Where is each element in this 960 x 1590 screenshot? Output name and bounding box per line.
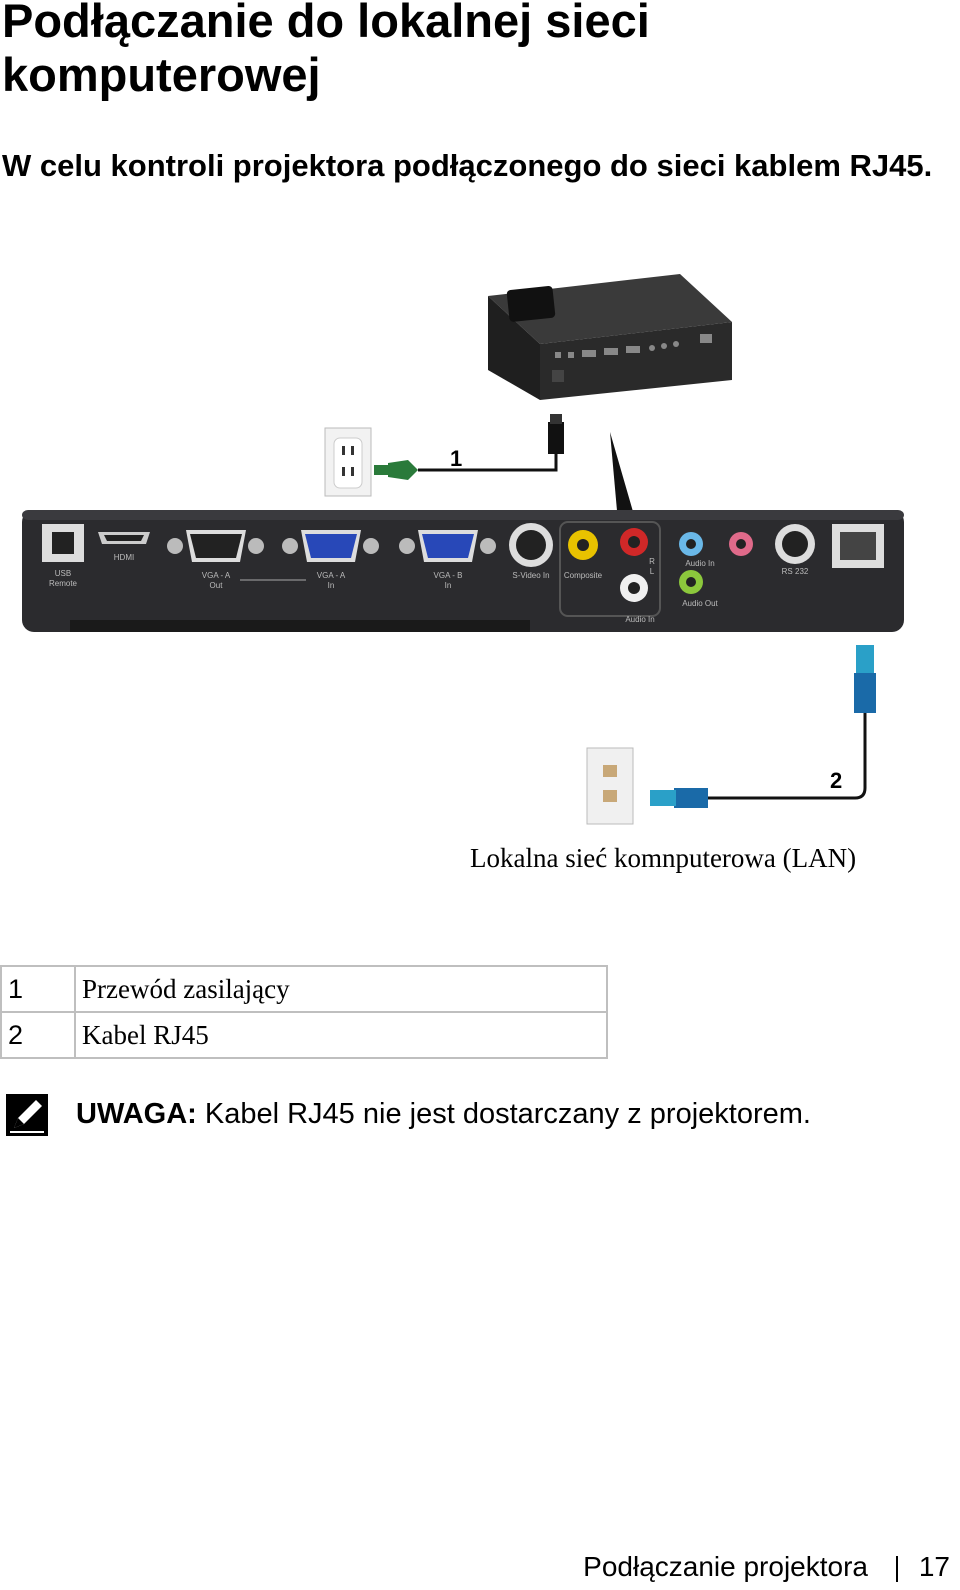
- legend-number: 2: [0, 1011, 76, 1059]
- intro-text: W celu kontroli projektora podłączonego …: [2, 148, 933, 183]
- note-body: Kabel RJ45 nie jest dostarczany z projek…: [196, 1098, 811, 1130]
- legend-number: 1: [0, 965, 76, 1013]
- connection-diagram: 1: [0, 260, 960, 880]
- rj45-cable: [650, 645, 876, 808]
- note-block: UWAGA: Kabel RJ45 nie jest dostarczany z…: [0, 1094, 960, 1144]
- footer-separator: [896, 1556, 898, 1582]
- pencil-note-icon: [6, 1094, 48, 1136]
- callout-2: 2: [830, 768, 842, 793]
- legend-table: 1 Przewód zasilający 2 Kabel RJ45: [0, 965, 608, 1059]
- port-label-composite: Composite: [564, 571, 603, 580]
- rear-panel-image: USB Remote HDMI VGA - A Out VGA - A In V…: [22, 510, 904, 632]
- legend-label: Kabel RJ45: [74, 1011, 608, 1059]
- figure-caption: Lokalna sieć komnputerowa (LAN): [470, 843, 857, 873]
- port-label-hdmi: HDMI: [114, 553, 134, 562]
- port-label-vga-out-2: Out: [210, 581, 224, 590]
- port-label-usb: USB: [55, 569, 71, 578]
- port-label-vga-out: VGA - A: [202, 571, 231, 580]
- note-text: UWAGA: Kabel RJ45 nie jest dostarczany z…: [76, 1096, 811, 1132]
- port-label-vga-a-in-2: In: [328, 581, 335, 590]
- port-label-usb-remote: Remote: [49, 579, 78, 588]
- port-label-vga-a-in: VGA - A: [317, 571, 346, 580]
- port-label-l: L: [650, 567, 655, 576]
- page-footer: Podłączanie projektora 17: [0, 1550, 960, 1590]
- port-label-r: R: [649, 557, 655, 566]
- power-outlet-icon: [324, 427, 372, 497]
- callout-1: 1: [450, 446, 462, 471]
- diagram-svg: 1: [22, 274, 904, 825]
- port-label-audio-out: Audio Out: [682, 599, 718, 608]
- power-cable: [374, 414, 564, 480]
- table-row: 1 Przewód zasilający: [0, 965, 608, 1013]
- note-label: UWAGA:: [76, 1098, 197, 1130]
- port-label-vga-b-in: VGA - B: [434, 571, 463, 580]
- page-number: 17: [918, 1551, 950, 1582]
- port-label-audio-in: Audio In: [625, 615, 654, 624]
- port-label-svideo: S-Video In: [512, 571, 549, 580]
- legend-label: Przewód zasilający: [74, 965, 608, 1013]
- footer-section-title: Podłączanie projektora: [583, 1551, 868, 1582]
- network-wall-jack-icon: [586, 747, 634, 825]
- port-label-audio-in-small: Audio In: [685, 559, 714, 568]
- zoom-pointer: [610, 432, 636, 522]
- page-title: Podłączanie do lokalnej sieci komputerow…: [2, 0, 650, 101]
- port-label-rs232: RS 232: [782, 567, 809, 576]
- port-label-vga-b-in-2: In: [445, 581, 452, 590]
- projector-image: [488, 274, 732, 400]
- table-row: 2 Kabel RJ45: [0, 1011, 608, 1059]
